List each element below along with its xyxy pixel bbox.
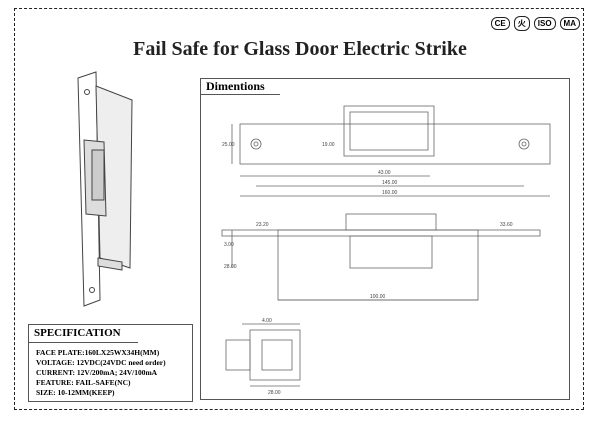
ce-mark: CE [490, 17, 510, 30]
dim-offset-right: 33.60 [500, 222, 513, 228]
dim-body-width: 43.00 [378, 170, 391, 176]
specification-underline [28, 342, 138, 343]
dim-hole-spacing: 145.00 [382, 180, 398, 186]
ma-mark: MA [559, 17, 580, 30]
specification-panel [28, 324, 193, 402]
page-border [14, 8, 584, 410]
dim-body-depth: 28.00 [224, 264, 237, 270]
dim-end-depth: 28.00 [268, 390, 281, 396]
spec-face-plate: FACE PLATE:160LX25WX34H(MM) [36, 348, 160, 357]
top-view-plate [239, 123, 551, 165]
spec-feature: FEATURE: FAIL-SAFE(NC) [36, 378, 131, 387]
dim-offset-left: 23.20 [256, 222, 269, 228]
iso-mark: ISO [533, 17, 556, 30]
specification-heading: SPECIFICATION [34, 327, 121, 339]
spec-size: SIZE: 10-12MM(KEEP) [36, 388, 115, 397]
strike-base [97, 257, 123, 271]
top-view-body [343, 105, 435, 157]
certification-marks: CE 火 ISO MA [490, 16, 580, 31]
fire-mark: 火 [513, 16, 530, 31]
top-view-hole-right [518, 138, 530, 150]
side-view-body [277, 229, 479, 301]
dim-body-height: 19.00 [322, 142, 335, 148]
end-view-body [249, 329, 301, 381]
latch-keeper [91, 149, 105, 201]
spec-voltage: VOLTAGE: 12VDC(24VDC need order) [36, 358, 166, 367]
top-view-hole-left [250, 138, 262, 150]
dimensions-underline [200, 94, 280, 95]
dim-height-face: 25.00 [222, 142, 235, 148]
dim-body-length: 100.00 [370, 294, 386, 300]
dim-total-length: 160.00 [382, 190, 398, 196]
dim-plate-thickness: 3.00 [224, 242, 234, 248]
dimensions-heading: Dimentions [206, 79, 265, 93]
side-view-plate [221, 229, 541, 237]
screw-hole-bottom [89, 287, 95, 293]
screw-hole-top [84, 89, 90, 95]
dim-end-width: 4.00 [262, 318, 272, 324]
page-title: Fail Safe for Glass Door Electric Strike [133, 38, 467, 60]
dimensions-panel [200, 78, 570, 400]
spec-current: CURRENT: 12V/200mA; 24V/100mA [36, 368, 158, 377]
